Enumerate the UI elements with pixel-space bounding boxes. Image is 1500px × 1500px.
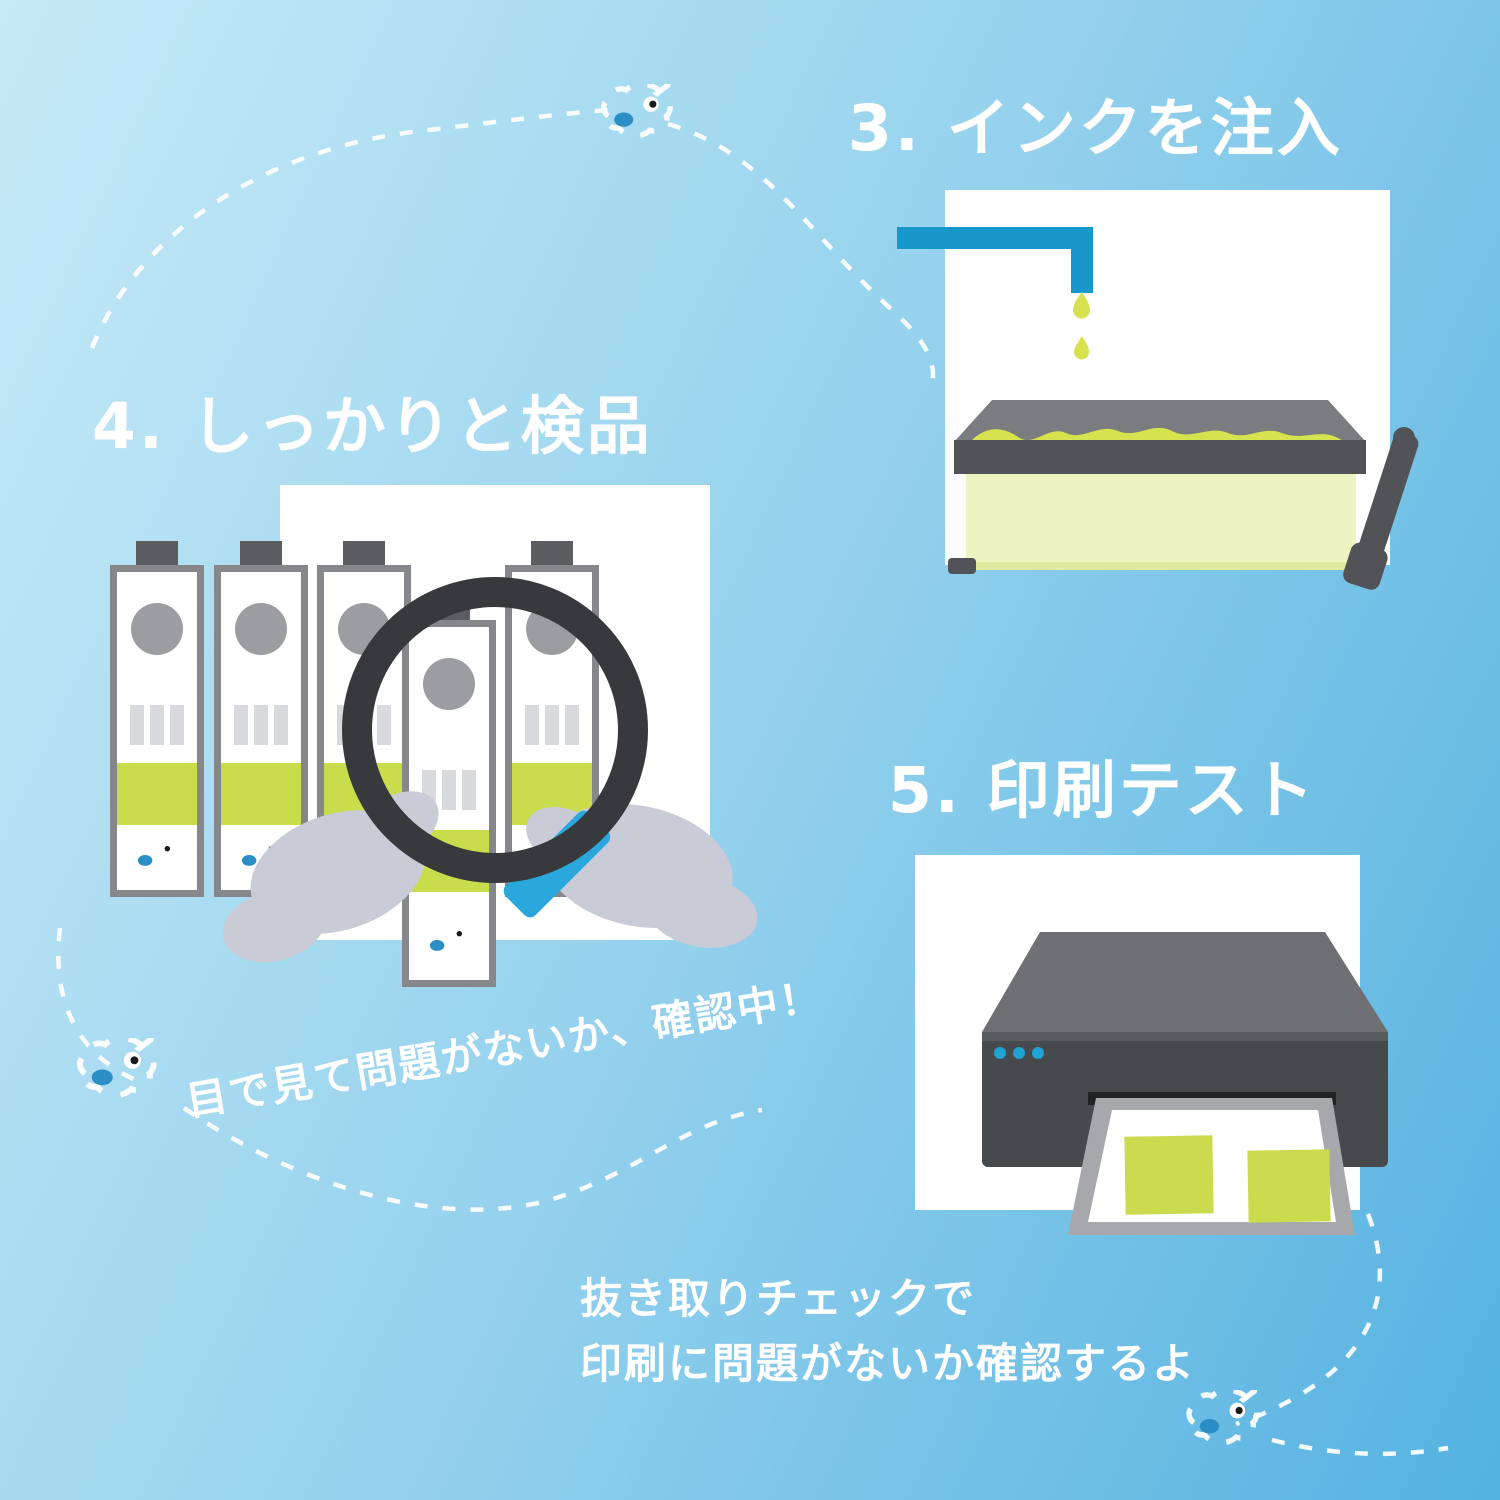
dash-path-left-loop: [56, 927, 147, 1087]
step3-title: 3. インクを注入: [848, 92, 1343, 165]
ink-cartridge-pulled: [402, 596, 496, 987]
printer-body: [982, 932, 1388, 1235]
step5-caption: 抜き取りチェックで 印刷に問題がないか確認するよ: [580, 1266, 1196, 1396]
magnifying-glass-icon: [342, 577, 648, 918]
dash-path-to-step5-mascot: [1235, 1213, 1383, 1427]
ink-filling-illustration: [897, 190, 1419, 590]
step4-title: 4. しっかりと検品: [92, 390, 653, 463]
ink-pipe: [897, 227, 1093, 293]
printer-illustration: [915, 855, 1388, 1235]
dash-path-under-caption: [182, 1106, 763, 1212]
step5-caption-line2: 印刷に問題がないか確認するよ: [580, 1339, 1197, 1389]
dash-path-bottom-right: [1271, 1437, 1449, 1457]
step5-title: 5. 印刷テスト: [888, 754, 1317, 827]
dash-path-topleft: [89, 107, 609, 349]
printed-squares: [1124, 1135, 1331, 1223]
rhino-mascot-icon: [600, 84, 676, 141]
ink-cartridge: [110, 541, 204, 897]
printer-buttons: [994, 1047, 1044, 1059]
vat-foot: [948, 558, 976, 574]
lever-handle: [1343, 427, 1419, 590]
ink-drops: [1073, 292, 1090, 360]
rhino-mascot-icon: [76, 1038, 160, 1101]
inspection-illustration: [110, 485, 758, 987]
tank-body: [966, 474, 1356, 570]
ink-wave: [970, 427, 1345, 442]
ink-vat: [948, 400, 1366, 574]
rhino-mascot-icon: [1185, 1390, 1263, 1448]
step5-caption-line1: 抜き取りチェックで: [580, 1274, 977, 1323]
